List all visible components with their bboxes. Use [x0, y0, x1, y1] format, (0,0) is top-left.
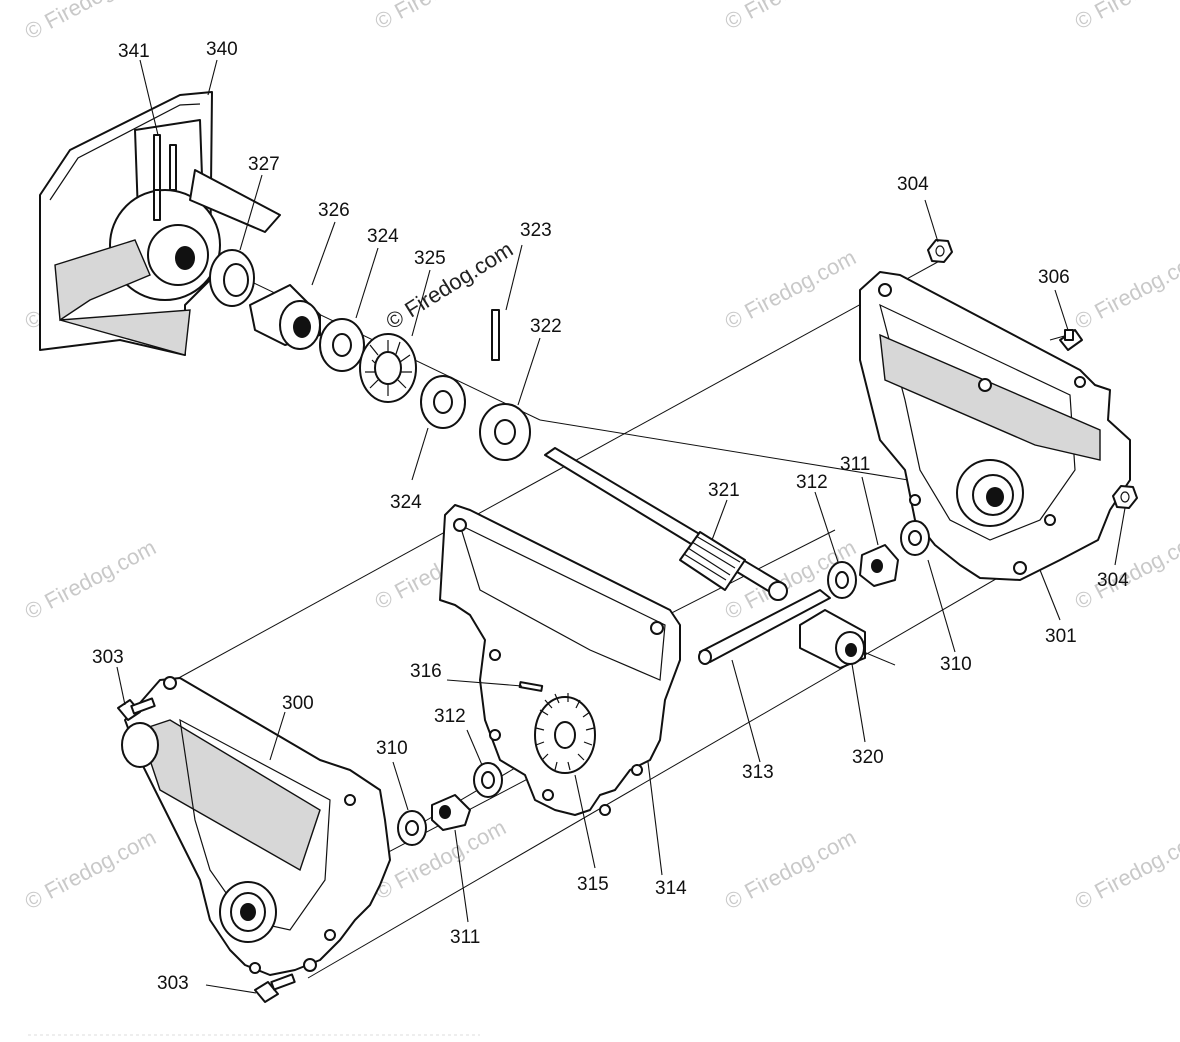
part-labels: 341 340 327 326 324 325 323 322 324 304 …	[92, 39, 1129, 994]
part-320-coupling	[799, 609, 866, 669]
watermark: © Firedog.com	[721, 824, 860, 914]
label-304-upper: 304	[897, 174, 929, 195]
label-313: 313	[742, 762, 774, 783]
watermark: © Firedog.com	[21, 824, 160, 914]
label-324-lower: 324	[390, 492, 422, 513]
part-310-washer-right	[900, 520, 930, 556]
part-326-bushing	[249, 284, 321, 350]
watermark: © Firedog.com	[21, 534, 160, 624]
label-340: 340	[206, 39, 238, 60]
part-327-seal	[209, 249, 255, 307]
part-303-bolt-lower	[254, 973, 296, 1003]
watermark: © Firedog.com	[1071, 824, 1180, 914]
watermark: © Firedog.com	[721, 244, 860, 334]
part-314-gasket	[439, 504, 681, 816]
watermark: © Firedog.com	[21, 0, 160, 44]
part-340-housing	[39, 91, 281, 356]
label-323: 323	[520, 220, 552, 241]
label-311-left: 311	[450, 927, 480, 948]
label-341: 341	[118, 41, 150, 62]
label-326: 326	[318, 200, 350, 221]
label-310-right: 310	[940, 654, 972, 675]
label-304-lower: 304	[1097, 570, 1129, 591]
label-312-left: 312	[434, 706, 466, 727]
part-304-nut-upper	[927, 239, 953, 263]
label-324-upper: 324	[367, 226, 399, 247]
part-310-washer-left	[397, 810, 427, 846]
label-322: 322	[530, 316, 562, 337]
label-300: 300	[282, 693, 314, 714]
part-324-washer-lower	[420, 375, 466, 429]
part-324-washer-upper	[319, 318, 365, 372]
label-311-right: 311	[840, 454, 870, 475]
label-320: 320	[852, 747, 884, 768]
label-321: 321	[708, 480, 740, 501]
part-321-worm-shaft	[544, 447, 788, 601]
label-303-lower: 303	[157, 973, 189, 994]
watermark: © Firedog.com	[371, 0, 510, 34]
part-311-bushing-right	[859, 544, 899, 587]
watermark: © Firedog.com	[721, 0, 860, 34]
part-301-gear-housing	[859, 271, 1131, 581]
part-312-washer-right	[827, 561, 857, 599]
label-306: 306	[1038, 267, 1070, 288]
leader-lines	[116, 59, 1126, 994]
watermark: © Firedog.com	[1071, 0, 1180, 34]
part-313-shaft	[698, 589, 831, 665]
part-303-bolt-upper	[117, 697, 156, 721]
label-312-right: 312	[796, 472, 828, 493]
part-304-nut-lower	[1112, 485, 1138, 509]
label-327: 327	[248, 154, 280, 175]
label-315: 315	[577, 874, 609, 895]
part-341-pins	[153, 134, 177, 221]
part-325-needle-bearing	[359, 333, 417, 403]
label-325: 325	[414, 248, 446, 269]
label-314: 314	[655, 878, 687, 899]
label-310-left: 310	[376, 738, 408, 759]
part-311-bushing-left	[431, 794, 471, 831]
label-303-upper: 303	[92, 647, 124, 668]
part-312-washer-left	[473, 762, 503, 798]
part-300-gear-housing	[121, 676, 391, 976]
label-301: 301	[1045, 626, 1077, 647]
part-306-grease-fitting	[1059, 329, 1083, 351]
part-322-thrust-washer	[479, 403, 531, 461]
part-323-pin	[491, 309, 500, 361]
part-315-gear	[534, 693, 596, 774]
watermark: © Firedog.com	[1071, 244, 1180, 334]
label-316: 316	[410, 661, 442, 682]
part-316-key	[518, 681, 544, 692]
